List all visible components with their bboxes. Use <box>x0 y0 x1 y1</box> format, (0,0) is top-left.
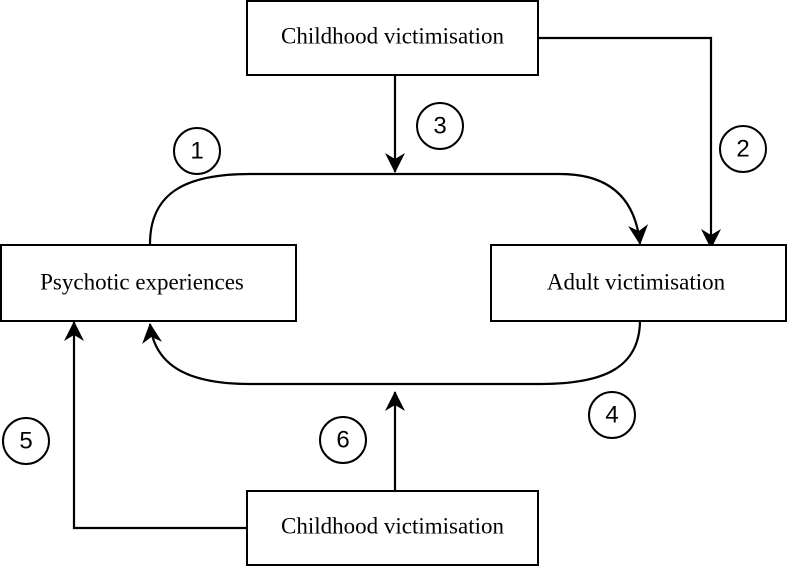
path-badge-2: 2 <box>719 125 767 173</box>
node-label: Childhood victimisation <box>281 23 504 48</box>
path-number: 3 <box>433 112 446 139</box>
path-badge-3: 3 <box>416 102 464 150</box>
node-label: Childhood victimisation <box>281 513 504 538</box>
edge-adult-to-psychotic <box>142 319 642 386</box>
path-number: 6 <box>336 426 349 453</box>
edge-psychotic-to-adult <box>148 172 649 245</box>
node-label: Adult victimisation <box>547 269 726 294</box>
path-badge-5: 5 <box>2 417 50 465</box>
node-childhood-victimisation-top: Childhood victimisation <box>246 0 539 76</box>
node-childhood-victimisation-bottom: Childhood victimisation <box>246 490 539 566</box>
path-number: 5 <box>19 427 32 454</box>
path-badge-1: 1 <box>173 127 221 175</box>
node-psychotic-experiences: Psychotic experiences <box>0 244 297 322</box>
path-number: 1 <box>190 137 203 164</box>
path-number: 2 <box>736 135 749 162</box>
path-badge-6: 6 <box>319 416 367 464</box>
path-number: 4 <box>605 401 618 428</box>
edge-childhood-bottom-to-psychotic <box>64 321 247 530</box>
node-adult-victimisation: Adult victimisation <box>490 244 787 322</box>
node-label: Psychotic experiences <box>40 269 244 294</box>
edge-childhood-top-to-adult <box>538 36 721 249</box>
path-badge-4: 4 <box>588 391 636 439</box>
